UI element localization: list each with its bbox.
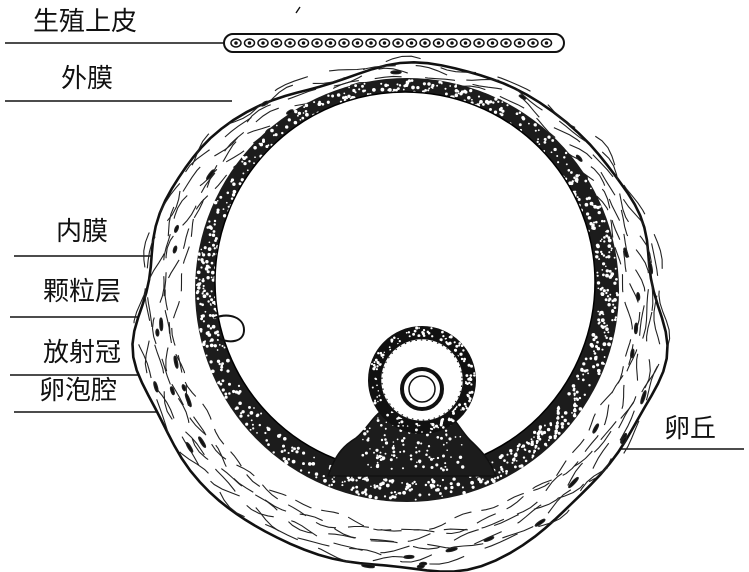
label-cumulus-oophorus: 卵丘 bbox=[664, 414, 717, 444]
left-loop bbox=[213, 314, 246, 343]
label-corona-radiata: 放射冠 bbox=[43, 338, 122, 368]
label-theca-interna: 内膜 bbox=[56, 217, 109, 247]
label-theca-externa: 外膜 bbox=[61, 64, 114, 94]
stray-mark bbox=[295, 6, 301, 14]
label-germinal-epithelium: 生殖上皮 bbox=[33, 7, 138, 37]
label-granulosa-layer: 颗粒层 bbox=[43, 277, 122, 307]
label-follicular-antrum: 卵泡腔 bbox=[39, 376, 118, 406]
germinal-epithelium-cells bbox=[223, 33, 565, 53]
oocyte bbox=[368, 326, 476, 434]
cumulus-oophorus bbox=[326, 411, 498, 477]
nucleus bbox=[408, 375, 436, 403]
